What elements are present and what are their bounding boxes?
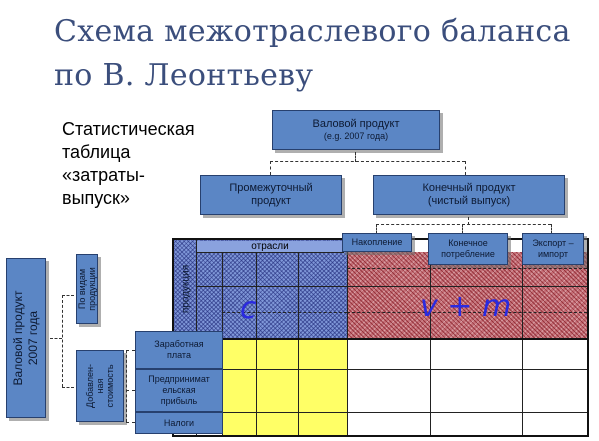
connector [62, 295, 63, 387]
grid-line [174, 369, 587, 370]
by-product-type-box: По видам продукции [76, 254, 98, 324]
intermediate-product-line2: продукт [251, 195, 291, 207]
grid-line [174, 338, 587, 340]
intermediate-product-box: Промежуточный продукт [200, 175, 342, 215]
connector [551, 224, 552, 234]
v-plus-m-symbol: v + m [420, 289, 512, 324]
connector [465, 161, 466, 175]
connector [270, 161, 271, 175]
c-symbol: c [240, 291, 257, 326]
intermediate-quadrant [174, 240, 347, 338]
connector [126, 350, 135, 351]
gross-product-label: Валовой продукт [312, 118, 400, 130]
gross-product-year: (e.g. 2007 года) [323, 131, 389, 141]
connector [126, 350, 127, 422]
final-product-box: Конечный продукт (чистый выпуск) [373, 175, 565, 215]
value-added-quadrant [222, 338, 347, 435]
connector [62, 387, 74, 388]
row-label-wages: Заработная плата [135, 331, 223, 369]
page-title-line-2: по В. Леонтьеву [54, 58, 314, 93]
connector [468, 217, 469, 225]
final-quadrant [347, 252, 587, 338]
final-consumption-box: Конечное потребление [428, 233, 508, 265]
products-row-header-label: продукция [180, 264, 192, 314]
grid-line [196, 286, 587, 287]
connector [376, 224, 551, 225]
gross-product-2007-box: Валовой продукт 2007 года [6, 258, 46, 418]
by-product-type-label: По видам продукции [77, 267, 97, 311]
connector [62, 295, 74, 296]
connector [462, 224, 463, 234]
connector [270, 161, 465, 162]
gross-product-2007-label: Валовой продукт 2007 года [11, 290, 40, 386]
row-label-wages-text: Заработная плата [154, 339, 204, 360]
intermediate-product-line1: Промежуточный [229, 182, 313, 194]
sectors-header-label: отрасли [251, 241, 289, 252]
row-label-profit-text: Предпринимат ельская прибыль [148, 374, 210, 406]
value-added-label: Добавлен- ная стоимость [85, 364, 115, 408]
grid-line [174, 412, 587, 413]
connector [355, 152, 356, 162]
row-label-taxes-text: Налоги [163, 417, 195, 428]
grid-line [430, 252, 431, 435]
gross-product-box: Валовой продукт (e.g. 2007 года) [272, 110, 440, 150]
statistical-table-label: Статистическая таблица «затраты- выпуск» [62, 119, 195, 208]
grid-line [256, 252, 257, 435]
value-added-box: Добавлен- ная стоимость [76, 350, 124, 422]
final-product-line2: (чистый выпуск) [427, 195, 511, 207]
export-import-box: Экспорт – импорт [522, 233, 584, 265]
export-import-label: Экспорт – импорт [532, 238, 574, 259]
grid-line [298, 252, 299, 435]
row-label-profit: Предпринимат ельская прибыль [135, 369, 223, 412]
accumulation-label: Накопление [351, 237, 403, 247]
connector [126, 422, 135, 423]
connector [126, 390, 135, 391]
accumulation-box: Накопление [342, 233, 412, 252]
grid-line [347, 240, 348, 435]
row-label-taxes: Налоги [135, 412, 223, 434]
page-title-line-1: Схема межотраслевого баланса [54, 14, 571, 49]
grid-line [522, 252, 523, 435]
grid-line [222, 312, 347, 313]
products-row-header: продукция [176, 242, 196, 336]
connector [376, 224, 377, 234]
final-consumption-label: Конечное потребление [441, 238, 495, 259]
sectors-header: отрасли [196, 241, 344, 253]
final-product-line1: Конечный продукт [422, 182, 516, 194]
grid-line [347, 268, 587, 269]
connector [50, 338, 62, 339]
grid-line [347, 312, 587, 313]
